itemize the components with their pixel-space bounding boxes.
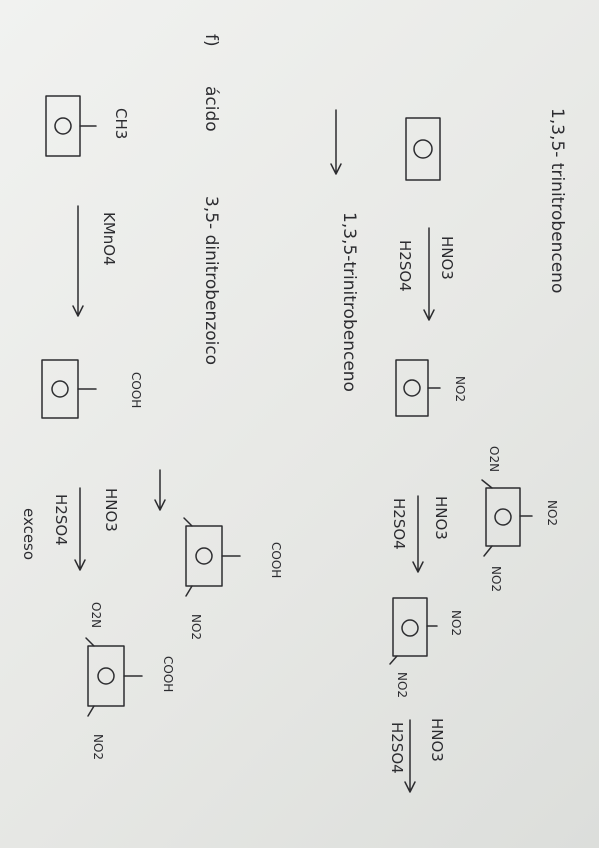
f-prod-top: COOH [161,656,175,692]
f-step2-top: HNO3 [102,488,120,532]
e-prod-left: O2N [487,446,501,472]
arrow-f2 [74,487,86,571]
e-title: 1,3,5- trinitrobenceno [547,108,567,293]
e-prod-bottom: NO2 [489,566,503,592]
arrow-f1 [72,205,84,317]
e-int2-top: NO2 [449,610,463,636]
f-int2-top: COOH [269,542,283,578]
dinitrobenzene-e [389,597,438,665]
toluene-start [45,95,97,157]
e-step3-bottom: H2SO4 [388,722,406,774]
e-step1-bottom: H2SO4 [396,240,414,292]
trinitrobenzene-product [481,479,533,557]
f-word: ácido [201,86,221,132]
f-label: f) [201,34,221,47]
f-title: 3,5- dinitrobenzoico [201,196,221,365]
dinitrobenzoic-product [85,637,143,717]
arrow-e-result [330,109,342,175]
nitrobenzene-e [395,359,441,417]
e-prod-top: NO2 [545,500,559,526]
f-prod-bottom: NO2 [91,734,105,760]
e-step2-top: HNO3 [432,496,450,540]
arrow-e1 [423,227,435,321]
arrow-f3 [154,469,166,511]
f-step3-note: exceso [20,508,38,560]
arrow-e2 [412,495,424,573]
e-step2-bottom: H2SO4 [390,498,408,550]
f-int1-group: COOH [129,372,143,408]
benzoic-acid [41,359,97,419]
benzene-start-e [405,117,441,181]
f-int2-bottom: NO2 [189,614,203,640]
arrow-e3 [404,719,416,793]
f-start-group: CH3 [112,108,130,139]
nitrobenzoic-acid [183,517,241,597]
e-int1-group: NO2 [453,376,467,402]
e-result-name: 1,3,5-trinitrobenceno [339,212,359,392]
f-step1-reagent: KMnO4 [100,212,118,266]
f-step2-bottom: H2SO4 [52,494,70,546]
e-int2-bottom: NO2 [395,672,409,698]
f-prod-left: O2N [89,602,103,628]
e-step3-top: HNO3 [428,718,446,762]
e-step1-top: HNO3 [438,236,456,280]
